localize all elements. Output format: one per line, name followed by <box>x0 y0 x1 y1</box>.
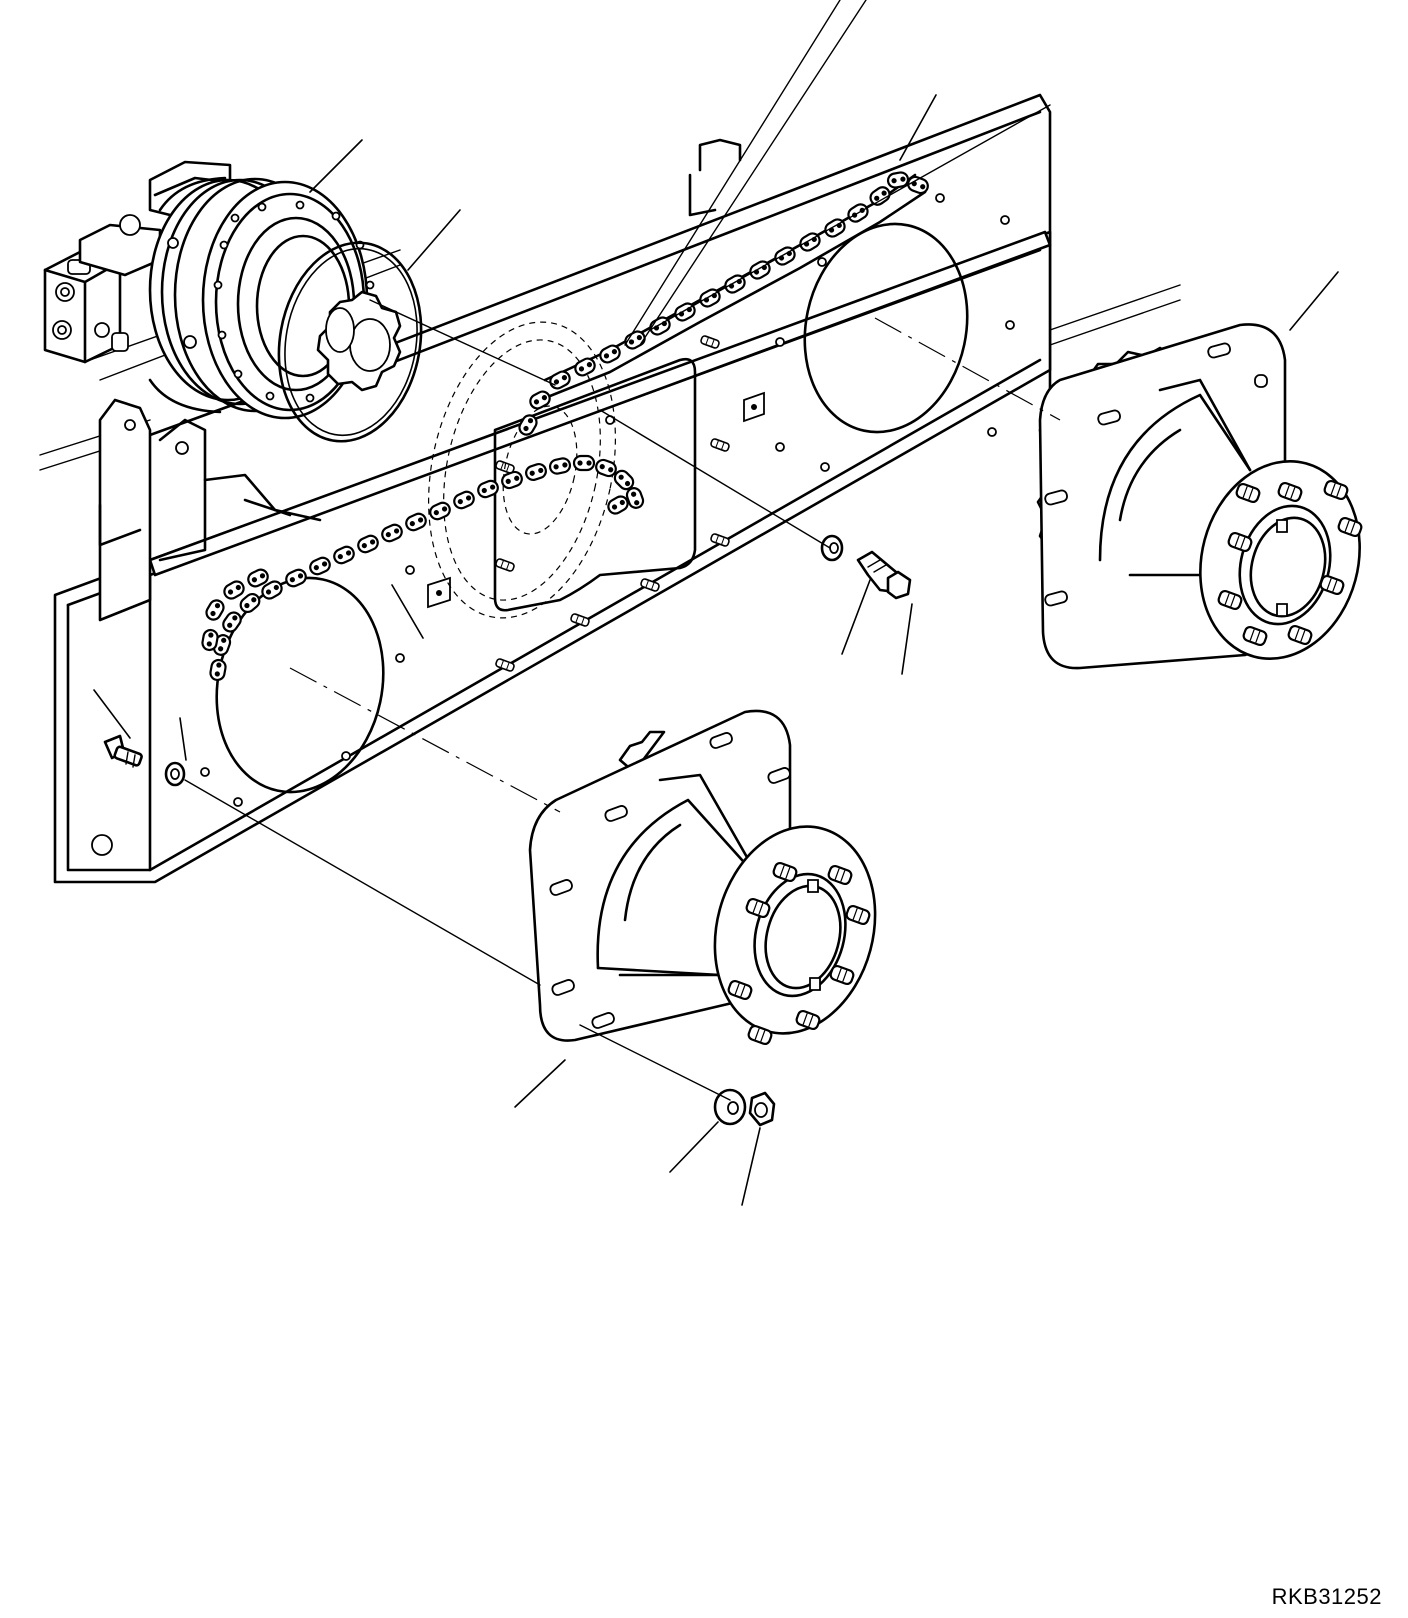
plug-bolt-icon <box>105 736 184 785</box>
drawing-id-label: RKB31252 <box>1271 1584 1382 1609</box>
axle-housing-rear-icon <box>1038 324 1364 676</box>
drive-chain-rear-icon <box>515 170 931 439</box>
assembly-lines <box>185 0 1060 1100</box>
drive-sprocket-icon <box>318 292 400 390</box>
hydraulic-travel-motor-icon <box>45 162 374 418</box>
chain-case-frame-icon <box>40 95 1180 882</box>
o-ring-icon <box>264 231 437 452</box>
leader-lines <box>94 95 1338 1205</box>
nut-icon <box>715 1090 774 1125</box>
bolt-icon <box>858 552 910 598</box>
axle-housing-front-icon <box>530 711 898 1047</box>
washer-icon <box>822 536 842 560</box>
